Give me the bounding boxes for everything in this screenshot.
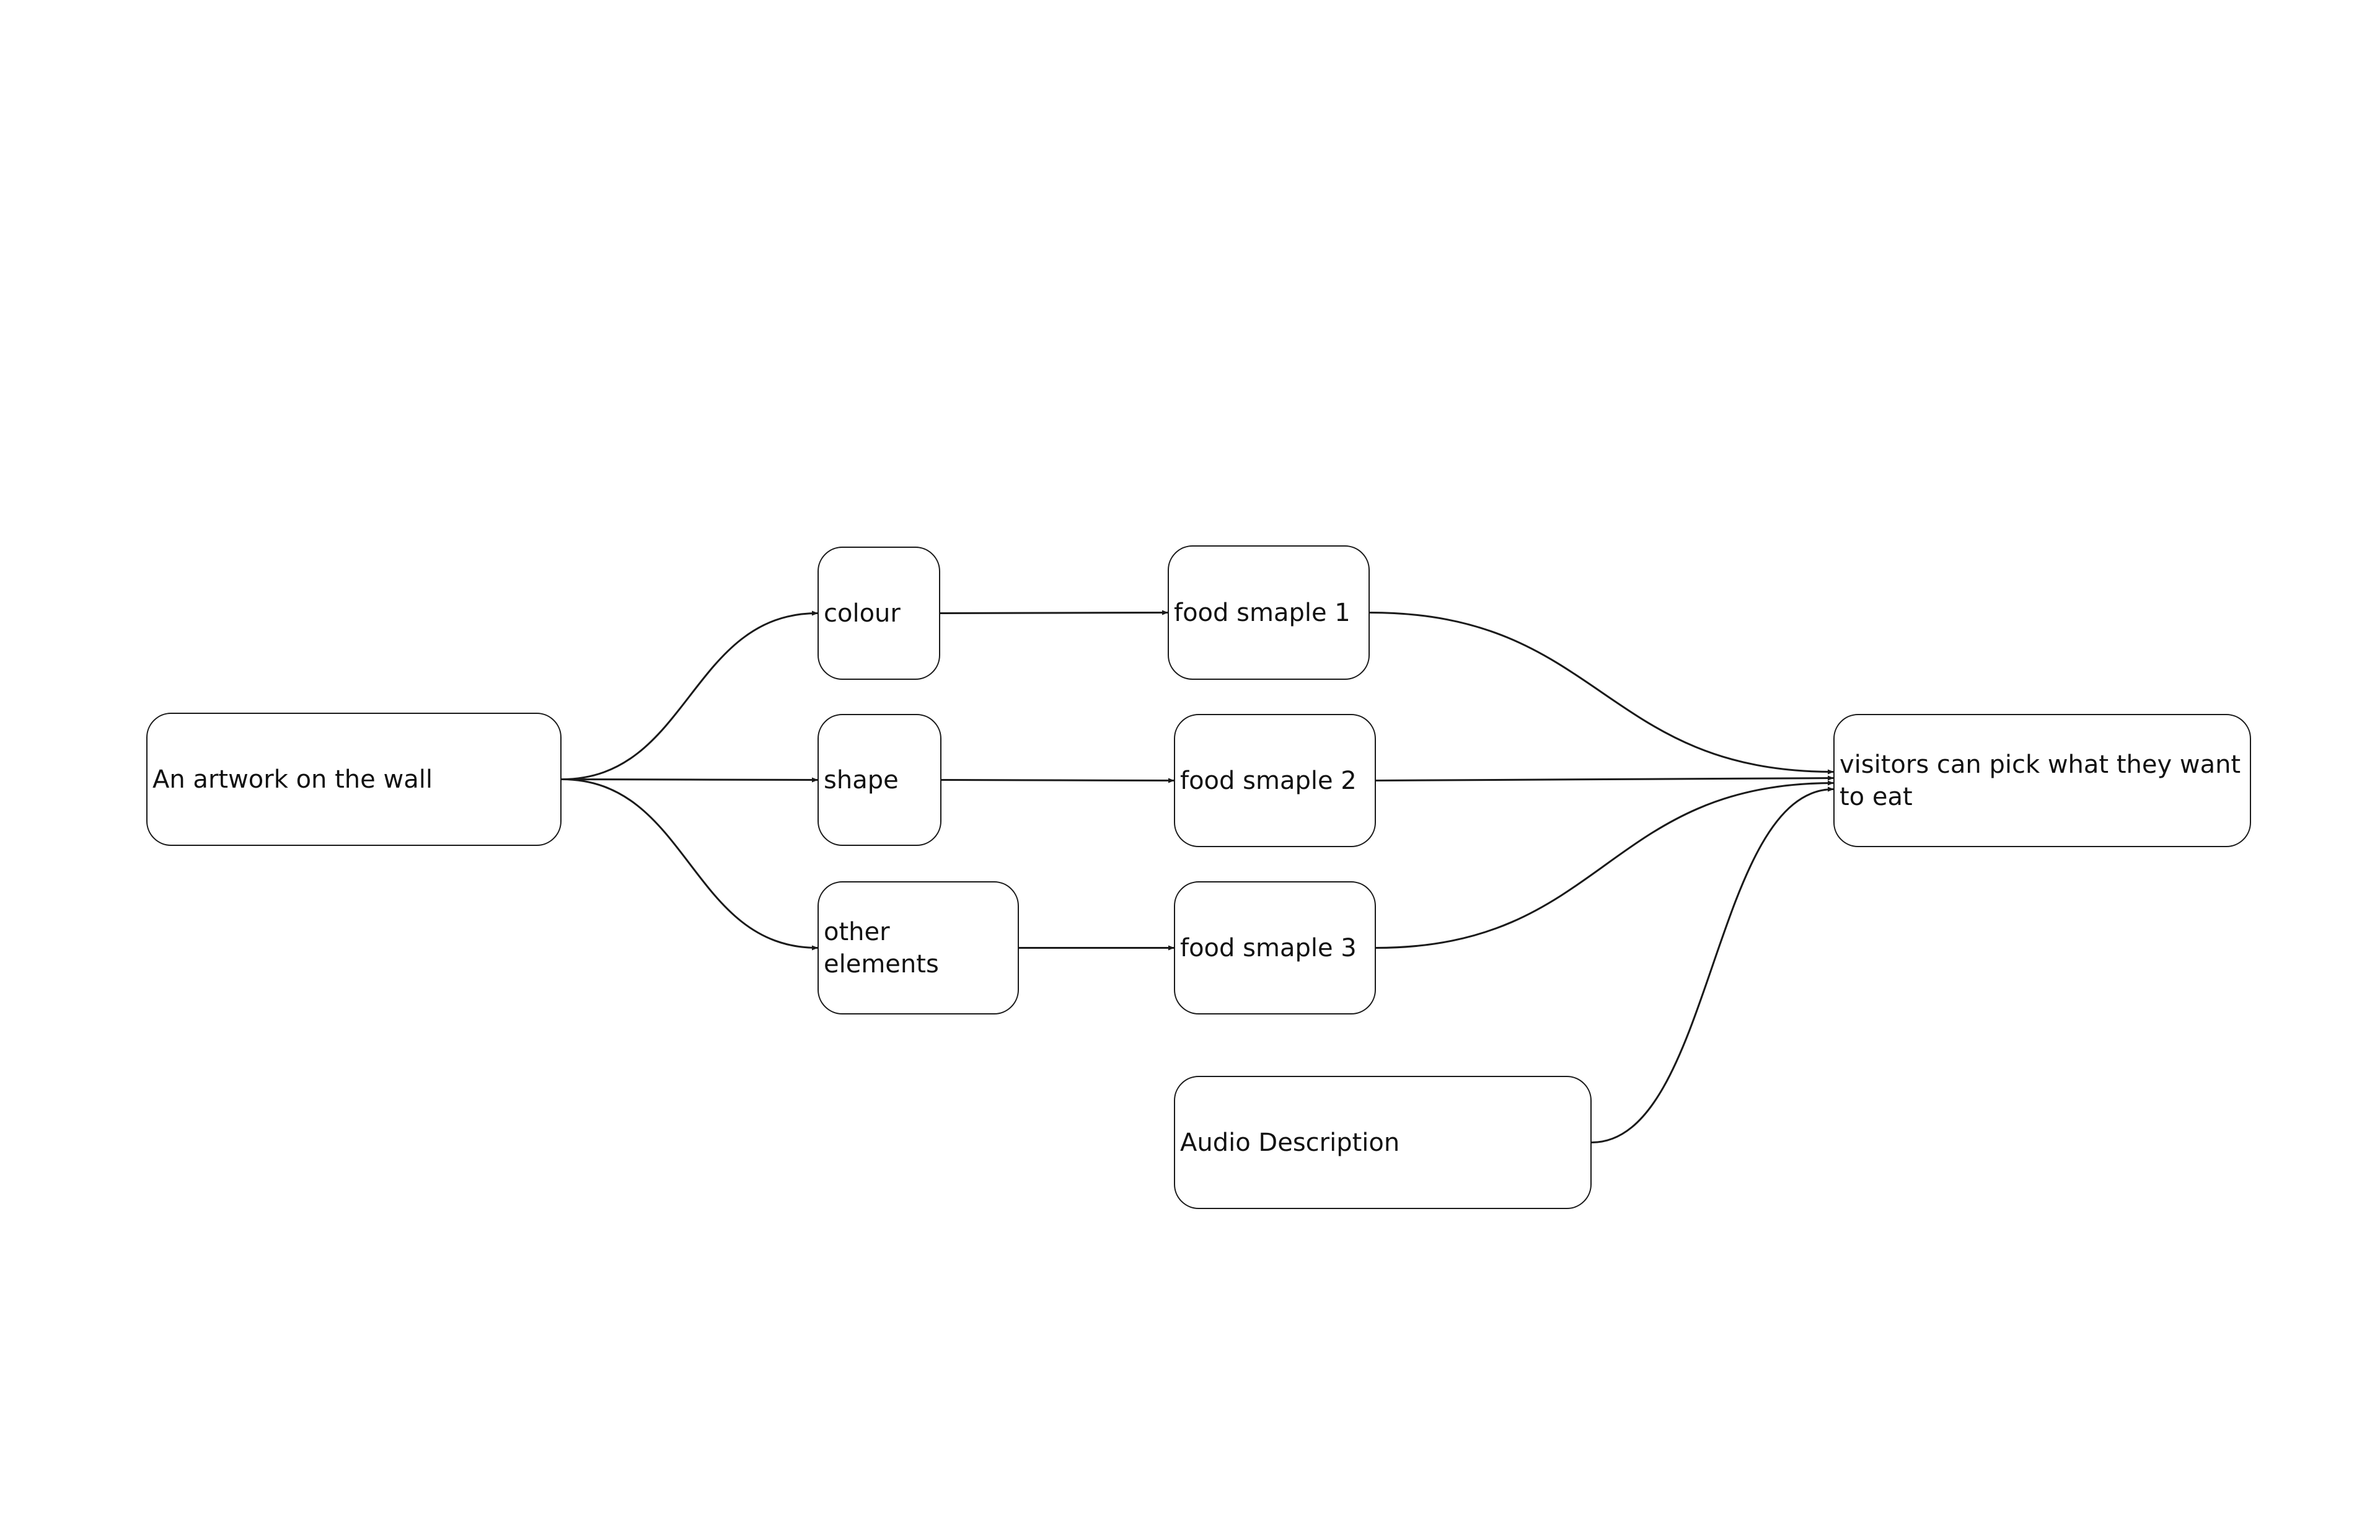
node-other-elements-label: other elements (824, 917, 939, 979)
edge-artwork-to-other (561, 778, 818, 951)
node-visitors-choice-label: visitors can pick what they want to eat (1840, 750, 2241, 811)
node-colour-label: colour (824, 599, 901, 628)
edge-shape-to-food2 (941, 778, 1175, 783)
node-visitors-choice[interactable]: visitors can pick what they want to eat (1833, 714, 2251, 847)
edge-artwork-to-colour (561, 610, 818, 780)
node-artwork[interactable]: An artwork on the wall (146, 713, 562, 846)
edge-food2-to-visitors (1375, 775, 1834, 781)
node-food-sample-1-label: food smaple 1 (1174, 598, 1351, 627)
edge-food3-to-visitors (1375, 780, 1834, 949)
node-colour[interactable]: colour (818, 547, 940, 680)
node-food-sample-2-label: food smaple 2 (1180, 766, 1357, 795)
node-other-elements[interactable]: other elements (818, 881, 1019, 1014)
edge-colour-to-food1 (940, 610, 1168, 615)
node-shape[interactable]: shape (818, 714, 941, 846)
node-shape-label: shape (824, 765, 899, 794)
node-food-sample-3[interactable]: food smaple 3 (1174, 881, 1376, 1014)
node-audio-description-label: Audio Description (1180, 1128, 1400, 1157)
node-food-sample-3-label: food smaple 3 (1180, 933, 1357, 962)
node-artwork-label: An artwork on the wall (152, 765, 433, 794)
node-food-sample-2[interactable]: food smaple 2 (1174, 714, 1376, 847)
node-food-sample-1[interactable]: food smaple 1 (1168, 545, 1370, 680)
edge-food1-to-visitors (1369, 612, 1834, 775)
node-audio-description[interactable]: Audio Description (1174, 1076, 1592, 1209)
edge-audio-to-visitors (1591, 786, 1834, 1143)
